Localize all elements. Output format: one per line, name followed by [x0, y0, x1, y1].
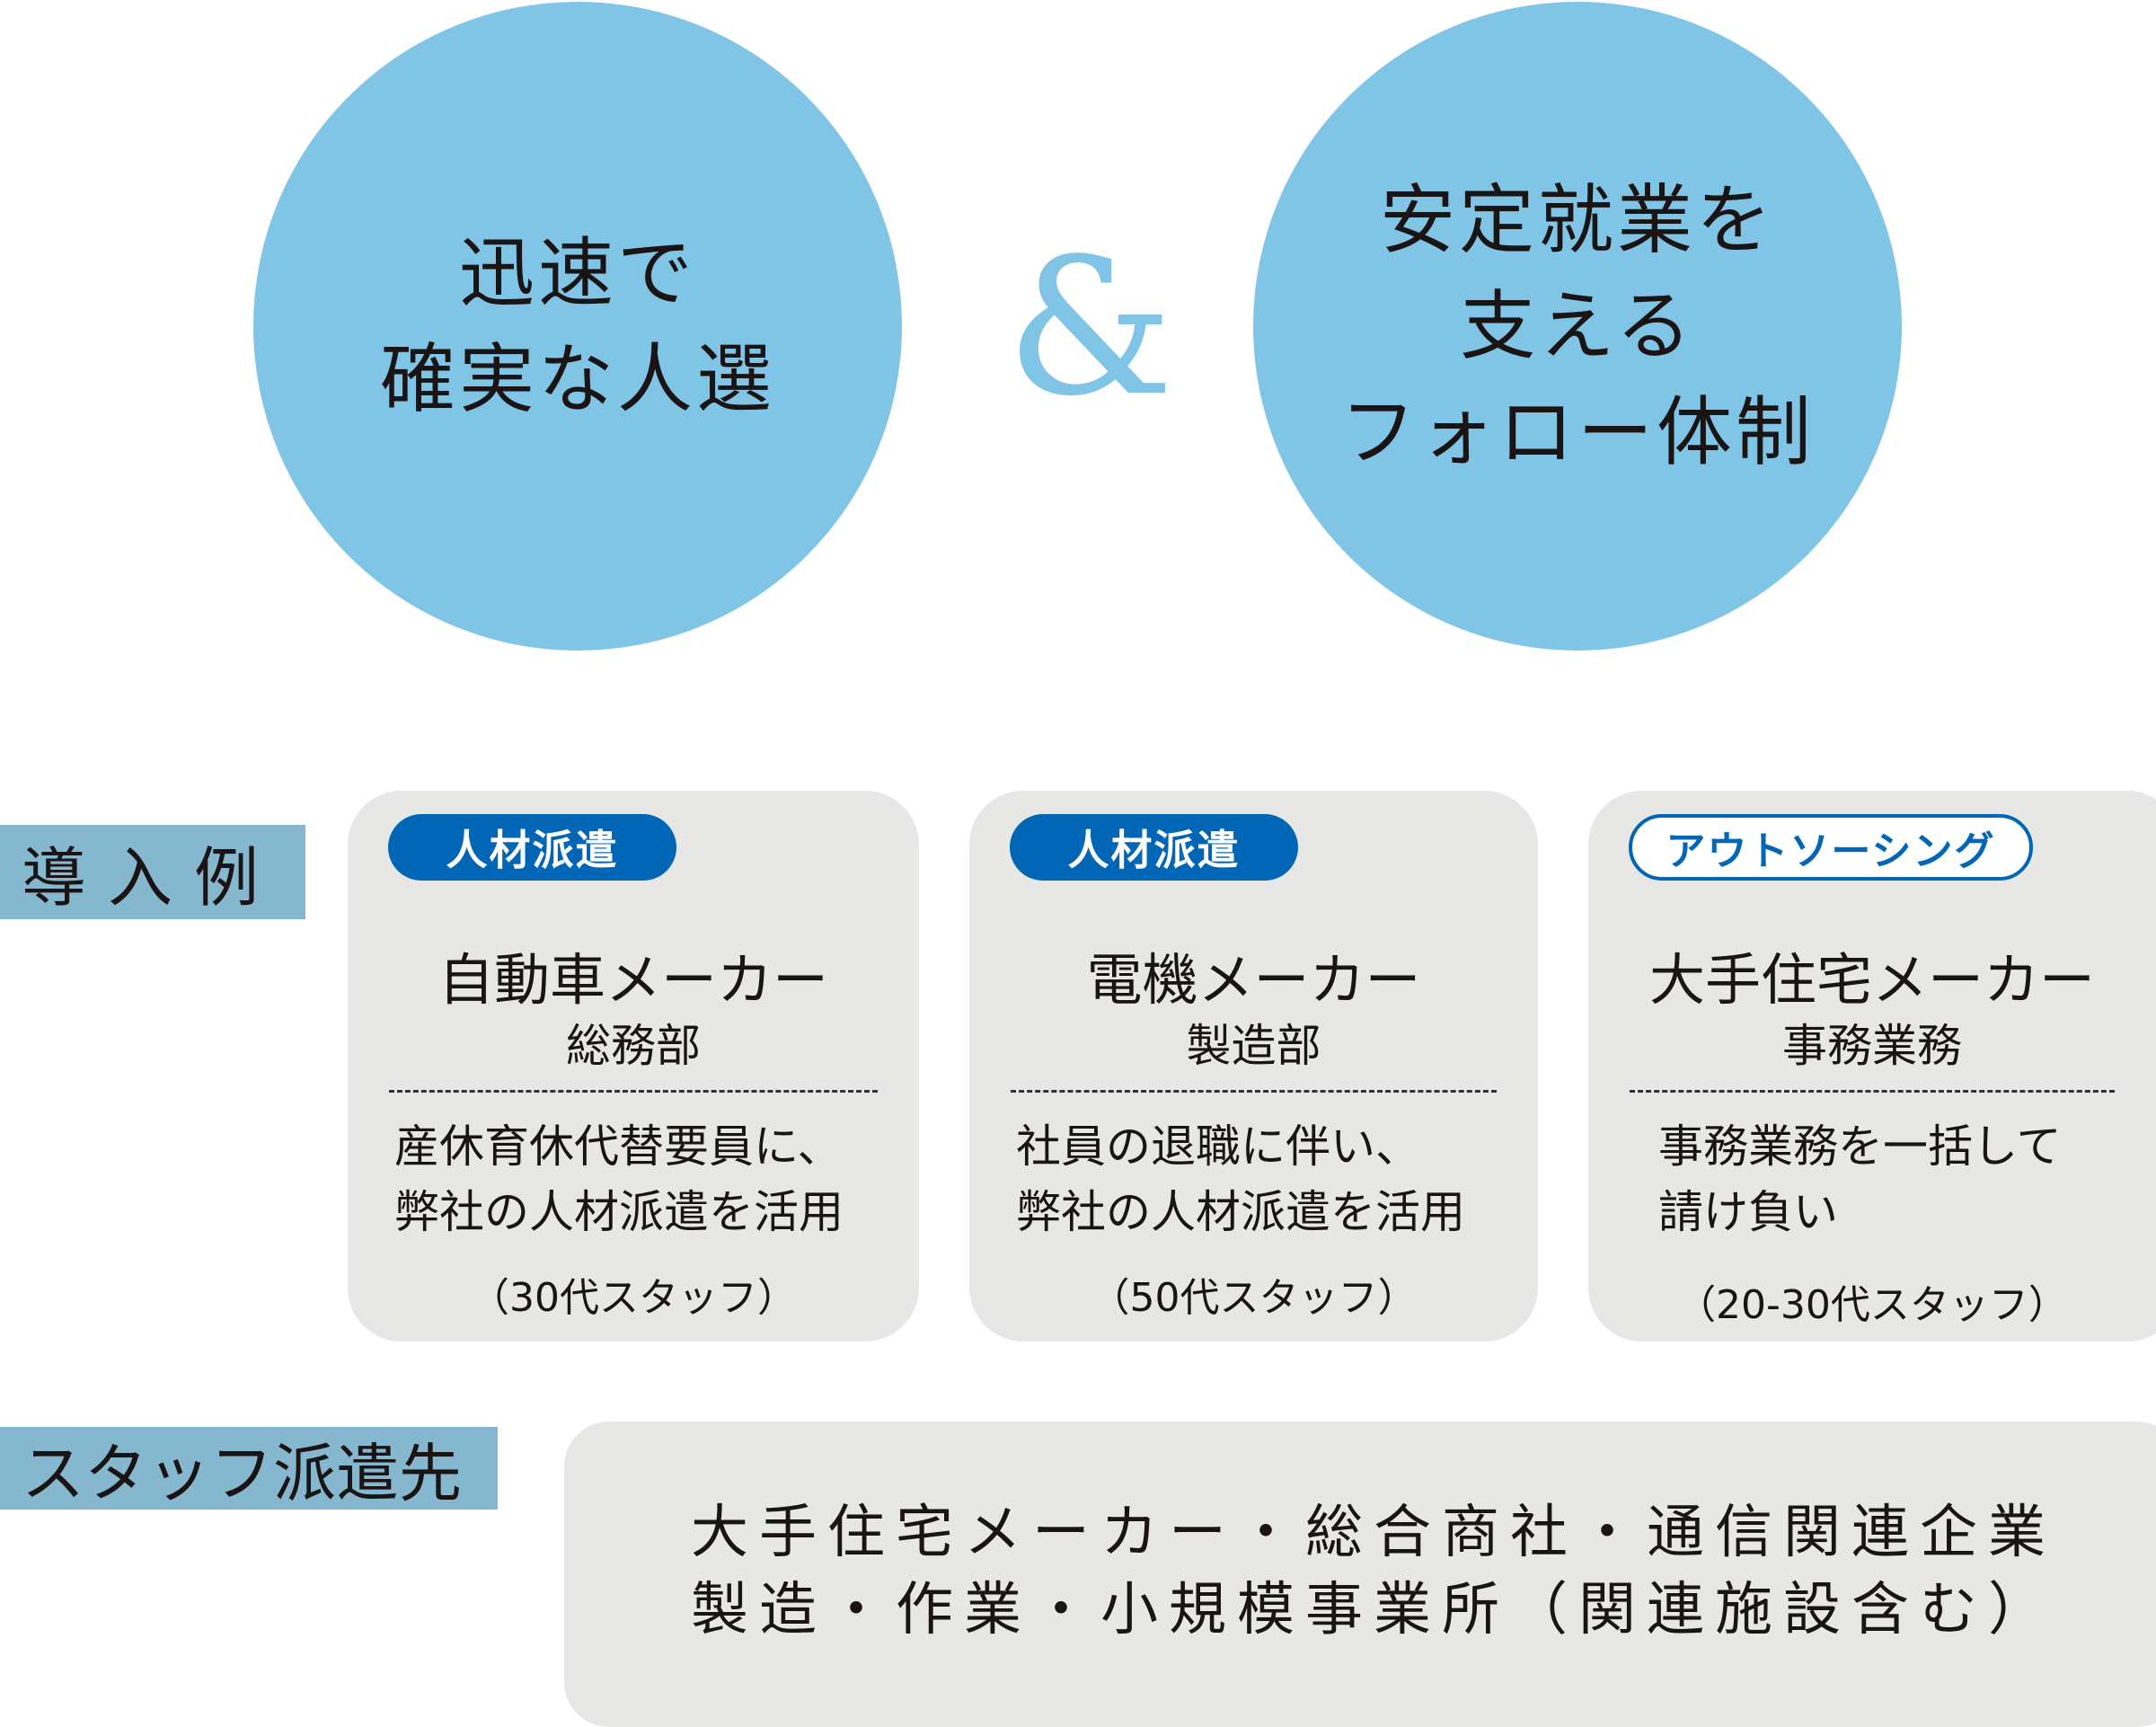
- body-line: 社員の退職に伴い、: [1016, 1120, 1420, 1173]
- body-line: 産休育休代替要員に、: [394, 1120, 843, 1173]
- hero-text: 支える: [1460, 282, 1695, 370]
- hero-circle-fast-selection: 迅速で 確実な人選: [253, 2, 902, 651]
- divider: [1011, 1090, 1497, 1093]
- example-card: 人材派遣 自動車メーカー 総務部 産休育休代替要員に、 弊社の人材派遣を活用 （…: [348, 791, 919, 1342]
- hero-text: 安定就業を: [1379, 176, 1775, 264]
- hero-text: フォロー体制: [1339, 388, 1815, 476]
- card-age: （20-30代スタッフ）: [1676, 1282, 2068, 1328]
- divider: [389, 1090, 878, 1093]
- card-body: 事務業務を一括して 請け負い: [1658, 1114, 2062, 1245]
- card-body: 産休育休代替要員に、 弊社の人材派遣を活用: [394, 1114, 844, 1245]
- destinations-box: 大手住宅メーカー・総合商社・通信関連企業 製造・作業・小規模事業所（関連施設含む…: [564, 1421, 2156, 1727]
- destinations-line: 大手住宅メーカー・総合商社・通信関連企業: [691, 1500, 2056, 1566]
- body-line: 弊社の人材派遣を活用: [1016, 1186, 1465, 1238]
- body-line: 事務業務を一括して: [1658, 1120, 2062, 1173]
- hero-text: 確実な人選: [379, 335, 775, 423]
- example-card: アウトソーシング 大手住宅メーカー 事務業務 事務業務を一括して 請け負い （2…: [1588, 791, 2156, 1342]
- body-line: 弊社の人材派遣を活用: [394, 1186, 844, 1238]
- examples-label: 導入例: [0, 825, 305, 919]
- hero-text: 迅速で: [458, 229, 696, 317]
- destinations-line: 製造・作業・小規模事業所（関連施設含む）: [691, 1577, 2056, 1643]
- service-badge: アウトソーシング: [1629, 814, 2033, 881]
- service-badge: 人材派遣: [388, 814, 676, 881]
- ampersand: &: [1006, 217, 1174, 438]
- divider: [1630, 1090, 2115, 1093]
- body-line: 請け負い: [1658, 1186, 1838, 1238]
- destinations-label: スタッフ派遣先: [0, 1427, 498, 1510]
- hero-circle-follow-support: 安定就業を 支える フォロー体制: [1253, 2, 1902, 651]
- card-dept: 製造部: [1186, 1020, 1321, 1072]
- card-body: 社員の退職に伴い、 弊社の人材派遣を活用: [1016, 1114, 1465, 1245]
- card-title: 電機メーカー: [1086, 947, 1421, 1013]
- card-dept: 事務業務: [1782, 1020, 1962, 1072]
- card-age: （30代スタッフ）: [470, 1275, 797, 1321]
- card-age: （50代スタッフ）: [1090, 1275, 1418, 1321]
- card-title: 自動車メーカー: [437, 947, 828, 1013]
- card-title: 大手住宅メーカー: [1648, 947, 2095, 1013]
- card-dept: 総務部: [566, 1020, 701, 1072]
- service-badge: 人材派遣: [1010, 814, 1298, 881]
- example-card: 人材派遣 電機メーカー 製造部 社員の退職に伴い、 弊社の人材派遣を活用 （50…: [969, 791, 1538, 1342]
